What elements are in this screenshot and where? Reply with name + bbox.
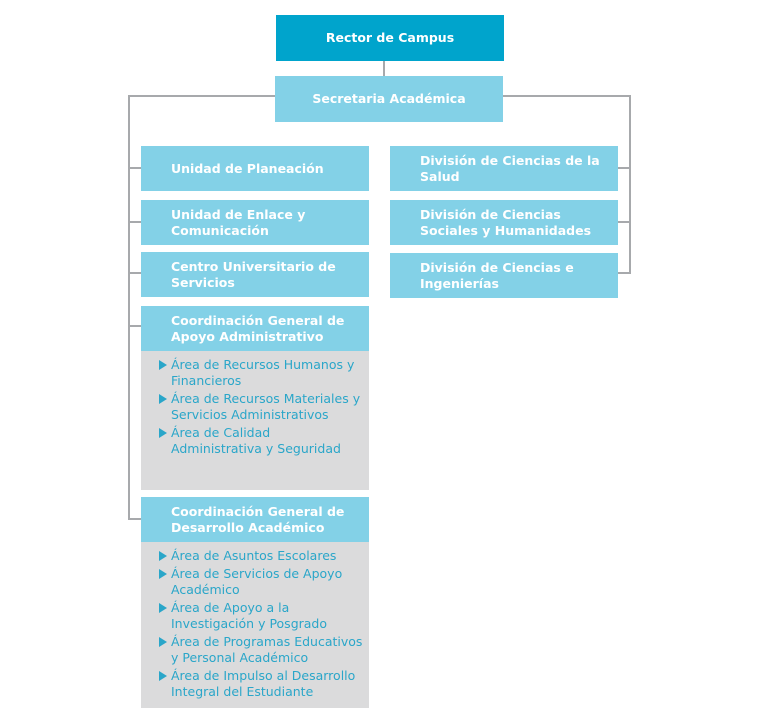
list-item-label: Área de Asuntos Escolares xyxy=(171,548,337,563)
list-item: Área de Recursos Materiales y Servicios … xyxy=(159,391,365,423)
division-sociales-box: División de Ciencias Sociales y Humanida… xyxy=(390,200,618,245)
unit-centro-label: Centro Universitario de Servicios xyxy=(171,258,336,290)
list-item: Área de Servicios de Apoyo Académico xyxy=(159,566,365,598)
connector-right-tick-1 xyxy=(618,167,631,169)
connector-left-horizontal xyxy=(128,95,275,97)
coord-admin-box: Coordinación General de Apoyo Administra… xyxy=(141,306,369,351)
triangle-right-icon xyxy=(159,428,167,438)
rector-label: Rector de Campus xyxy=(325,30,455,45)
list-item-label: Área de Apoyo a la Investigación y Posgr… xyxy=(171,600,328,631)
list-item-label: Área de Recursos Humanos y Financieros xyxy=(171,357,355,388)
division-salud-label: División de Ciencias de la Salud xyxy=(420,152,600,184)
connector-left-tick-3 xyxy=(128,272,141,274)
list-item-label: Área de Recursos Materiales y Servicios … xyxy=(171,391,361,422)
list-item-label: Área de Calidad Administrativa y Segurid… xyxy=(171,425,341,456)
division-sociales-label: División de Ciencias Sociales y Humanida… xyxy=(420,206,592,238)
triangle-right-icon xyxy=(159,569,167,579)
connector-rector-secretaria xyxy=(383,60,385,76)
division-ingenierias-label: División de Ciencias e Ingenierías xyxy=(420,259,574,291)
triangle-right-icon xyxy=(159,360,167,370)
list-item-label: Área de Impulso al Desarrollo Integral d… xyxy=(171,668,356,699)
connector-left-tick-4 xyxy=(128,325,141,327)
list-item: Área de Impulso al Desarrollo Integral d… xyxy=(159,668,365,700)
coord-admin-label: Coordinación General de Apoyo Administra… xyxy=(171,312,345,344)
triangle-right-icon xyxy=(159,394,167,404)
unit-planeacion-label: Unidad de Planeación xyxy=(171,160,324,176)
triangle-right-icon xyxy=(159,603,167,613)
list-item: Área de Apoyo a la Investigación y Posgr… xyxy=(159,600,365,632)
connector-right-vertical xyxy=(629,95,631,274)
unit-enlace-label: Unidad de Enlace y Comunicación xyxy=(171,206,306,238)
list-item: Área de Calidad Administrativa y Segurid… xyxy=(159,425,365,457)
connector-left-tick-1 xyxy=(128,167,141,169)
connector-left-tick-2 xyxy=(128,221,141,223)
connector-left-tick-5 xyxy=(128,518,141,520)
list-item: Área de Asuntos Escolares xyxy=(159,548,365,564)
unit-enlace-box: Unidad de Enlace y Comunicación xyxy=(141,200,369,245)
secretaria-box: Secretaria Académica xyxy=(275,76,503,122)
unit-centro-box: Centro Universitario de Servicios xyxy=(141,252,369,297)
unit-planeacion-box: Unidad de Planeación xyxy=(141,146,369,191)
list-item: Área de Programas Educativos y Personal … xyxy=(159,634,365,666)
rector-box: Rector de Campus xyxy=(276,15,504,61)
division-ingenierias-box: División de Ciencias e Ingenierías xyxy=(390,253,618,298)
coord-acad-list: Área de Asuntos Escolares Área de Servic… xyxy=(141,542,369,708)
coord-acad-box: Coordinación General de Desarrollo Acadé… xyxy=(141,497,369,542)
coord-acad-label: Coordinación General de Desarrollo Acadé… xyxy=(171,503,345,535)
list-item-label: Área de Servicios de Apoyo Académico xyxy=(171,566,343,597)
connector-right-horizontal xyxy=(503,95,631,97)
list-item-label: Área de Programas Educativos y Personal … xyxy=(171,634,363,665)
list-item: Área de Recursos Humanos y Financieros xyxy=(159,357,365,389)
connector-left-vertical xyxy=(128,95,130,520)
triangle-right-icon xyxy=(159,671,167,681)
coord-admin-list: Área de Recursos Humanos y Financieros Á… xyxy=(141,351,369,490)
triangle-right-icon xyxy=(159,551,167,561)
division-salud-box: División de Ciencias de la Salud xyxy=(390,146,618,191)
secretaria-label: Secretaria Académica xyxy=(312,91,466,106)
triangle-right-icon xyxy=(159,637,167,647)
connector-right-tick-3 xyxy=(618,272,631,274)
connector-right-tick-2 xyxy=(618,221,631,223)
